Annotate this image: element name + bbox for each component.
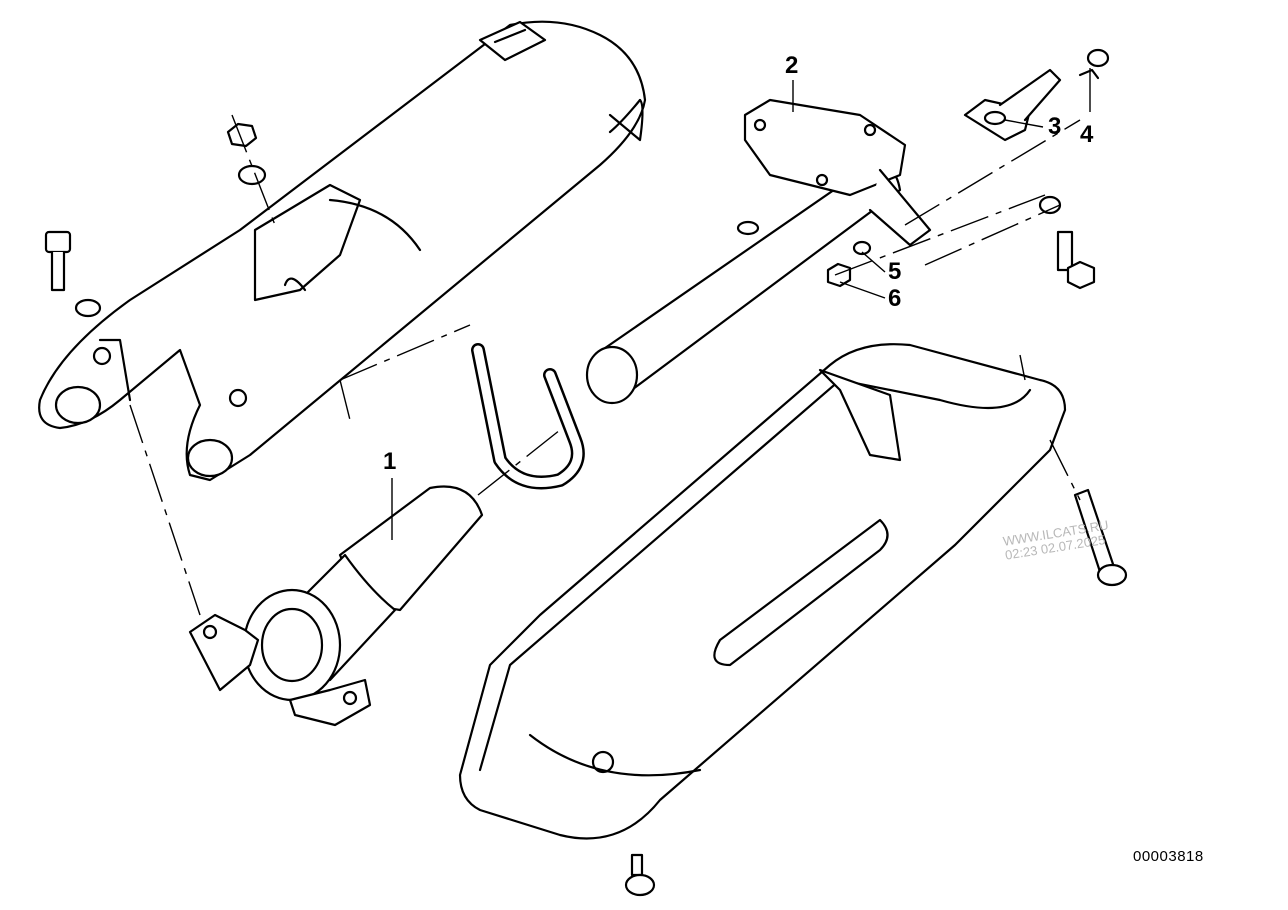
mounting-bracket [743,98,932,247]
spring-washer [852,240,872,256]
u-bolt [471,343,585,490]
assembly-guide-lines [129,114,1081,616]
upper-shroud [38,20,647,482]
lower-shroud [458,343,1067,840]
screw-right [1073,488,1128,587]
bearing-sleeve [242,485,484,702]
callout-label-1: 1 [383,448,397,475]
flange-bushing [963,68,1062,142]
hex-nut-small [826,262,852,288]
nut-washer-upper [226,122,267,186]
hex-bolt-right [1038,195,1096,290]
callout-label-4: 4 [1080,121,1094,148]
screw-bottom [624,853,656,897]
diagram-number: 00003818 [1133,848,1204,865]
callout-leaders [391,68,1091,540]
small-bolt [1078,48,1110,80]
callout-label-3: 3 [1048,113,1062,140]
callout-label-5: 5 [888,258,902,285]
callout-label-2: 2 [785,52,799,79]
hex-bolt-left [44,230,102,318]
clamp-bracket [188,613,372,727]
callout-label-6: 6 [888,285,902,312]
